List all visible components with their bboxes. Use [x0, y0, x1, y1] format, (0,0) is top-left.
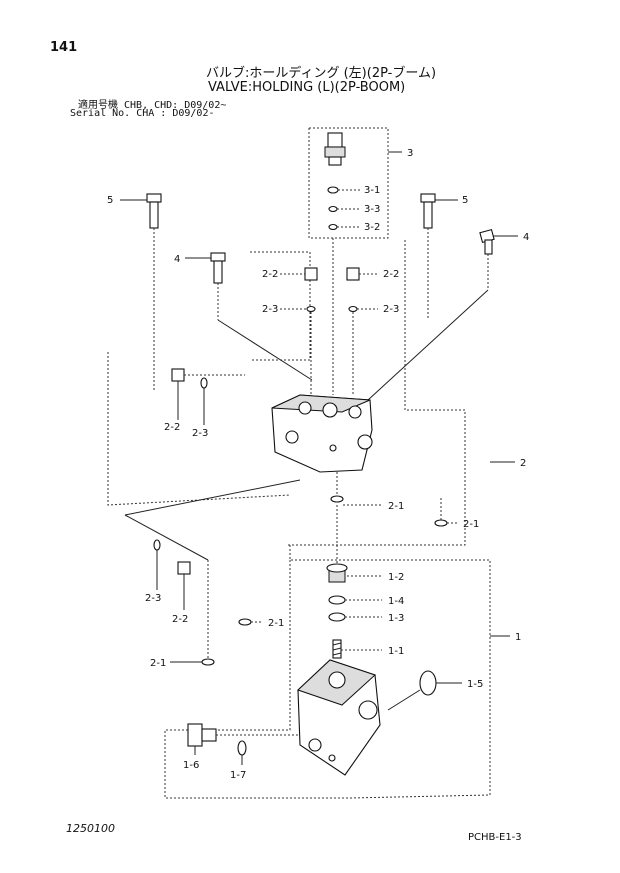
part-3-2-oring	[328, 223, 338, 231]
group-3-boundary	[308, 127, 389, 239]
part-2-2-plug-tl	[304, 267, 318, 281]
drawing-number: 1250100	[66, 822, 115, 835]
callout-2-3-ml: 2-3	[192, 428, 208, 439]
callout-1-3: 1-3	[388, 613, 404, 624]
serial-applicability-en: Serial No. CHA : D09/02-	[70, 108, 215, 119]
callout-5-left: 5	[107, 195, 113, 206]
part-3-3-oring	[328, 205, 338, 213]
page-number: 141	[50, 40, 78, 55]
callout-2-2-ml: 2-2	[164, 422, 180, 433]
group-2-boundary-right	[288, 240, 466, 546]
callout-2-3-bl: 2-3	[145, 593, 161, 604]
part-4-bolt-right	[479, 228, 495, 255]
part-2-1-oring-a	[330, 495, 344, 503]
group-1-boundary	[164, 545, 491, 799]
callout-5-right: 5	[462, 195, 468, 206]
callout-3: 3	[407, 148, 413, 159]
callout-2-2-bl: 2-2	[172, 614, 188, 625]
callout-2-1-c: 2-1	[268, 618, 284, 629]
catalog-code: PCHB-E1-3	[468, 832, 522, 843]
group-2-boundary	[250, 251, 311, 361]
callout-1: 1	[515, 632, 521, 643]
part-1-2-valve	[326, 563, 348, 583]
callout-1-6: 1-6	[183, 760, 199, 771]
title-japanese: バルブ:ホールディング (左)(2P-ブーム)	[206, 66, 437, 81]
part-1-1-spring	[332, 639, 342, 659]
callout-4-left: 4	[174, 254, 180, 265]
callout-2-1-a: 2-1	[388, 501, 404, 512]
part-2-3-oring-ml	[200, 377, 208, 389]
part-1-7-oring	[237, 740, 247, 756]
callout-2-2-tl: 2-2	[262, 269, 278, 280]
callout-1-2: 1-2	[388, 572, 404, 583]
group-2-boundary-main	[107, 352, 291, 506]
callout-3-1: 3-1	[364, 185, 380, 196]
callout-4-right: 4	[523, 232, 529, 243]
part-2-2-plug-tr	[346, 267, 360, 281]
part-3-1-oring	[327, 186, 339, 194]
part-2-3-oring-tl	[306, 305, 316, 313]
part-5-bolt-right	[420, 193, 436, 229]
part-1-body	[297, 659, 381, 776]
part-2-2-plug-ml	[171, 368, 185, 382]
part-4-bolt-left	[210, 252, 226, 284]
part-2-2-plug-bl	[177, 561, 191, 575]
part-2-1-oring-c	[238, 618, 252, 626]
callout-1-1: 1-1	[388, 646, 404, 657]
callout-1-5: 1-5	[467, 679, 483, 690]
part-2-valve-body	[271, 394, 373, 473]
callout-2-2-tr: 2-2	[383, 269, 399, 280]
serial-applicability-jp: 適用号機 CHB, CHD: D09/02~	[78, 100, 227, 111]
part-5-bolt-left	[146, 193, 162, 229]
part-1-5-oring	[419, 670, 437, 696]
part-1-3-oring	[328, 612, 346, 622]
part-1-6-plug	[187, 723, 217, 747]
callout-2-1-d: 2-1	[150, 658, 166, 669]
part-2-1-oring-b	[434, 519, 448, 527]
part-1-4-ring	[328, 595, 346, 605]
part-3-sensor	[324, 132, 346, 166]
callout-2-3-tl: 2-3	[262, 304, 278, 315]
callout-2: 2	[520, 458, 526, 469]
callout-1-7: 1-7	[230, 770, 246, 781]
callout-2-1-b: 2-1	[463, 519, 479, 530]
part-2-1-oring-d	[201, 658, 215, 666]
part-2-3-oring-tr	[348, 305, 358, 313]
callout-3-2: 3-2	[364, 222, 380, 233]
callout-2-3-tr: 2-3	[383, 304, 399, 315]
part-2-3-oring-bl	[153, 539, 161, 551]
callout-1-4: 1-4	[388, 596, 404, 607]
callout-3-3: 3-3	[364, 204, 380, 215]
title-english: VALVE:HOLDING (L)(2P-BOOM)	[208, 80, 406, 95]
